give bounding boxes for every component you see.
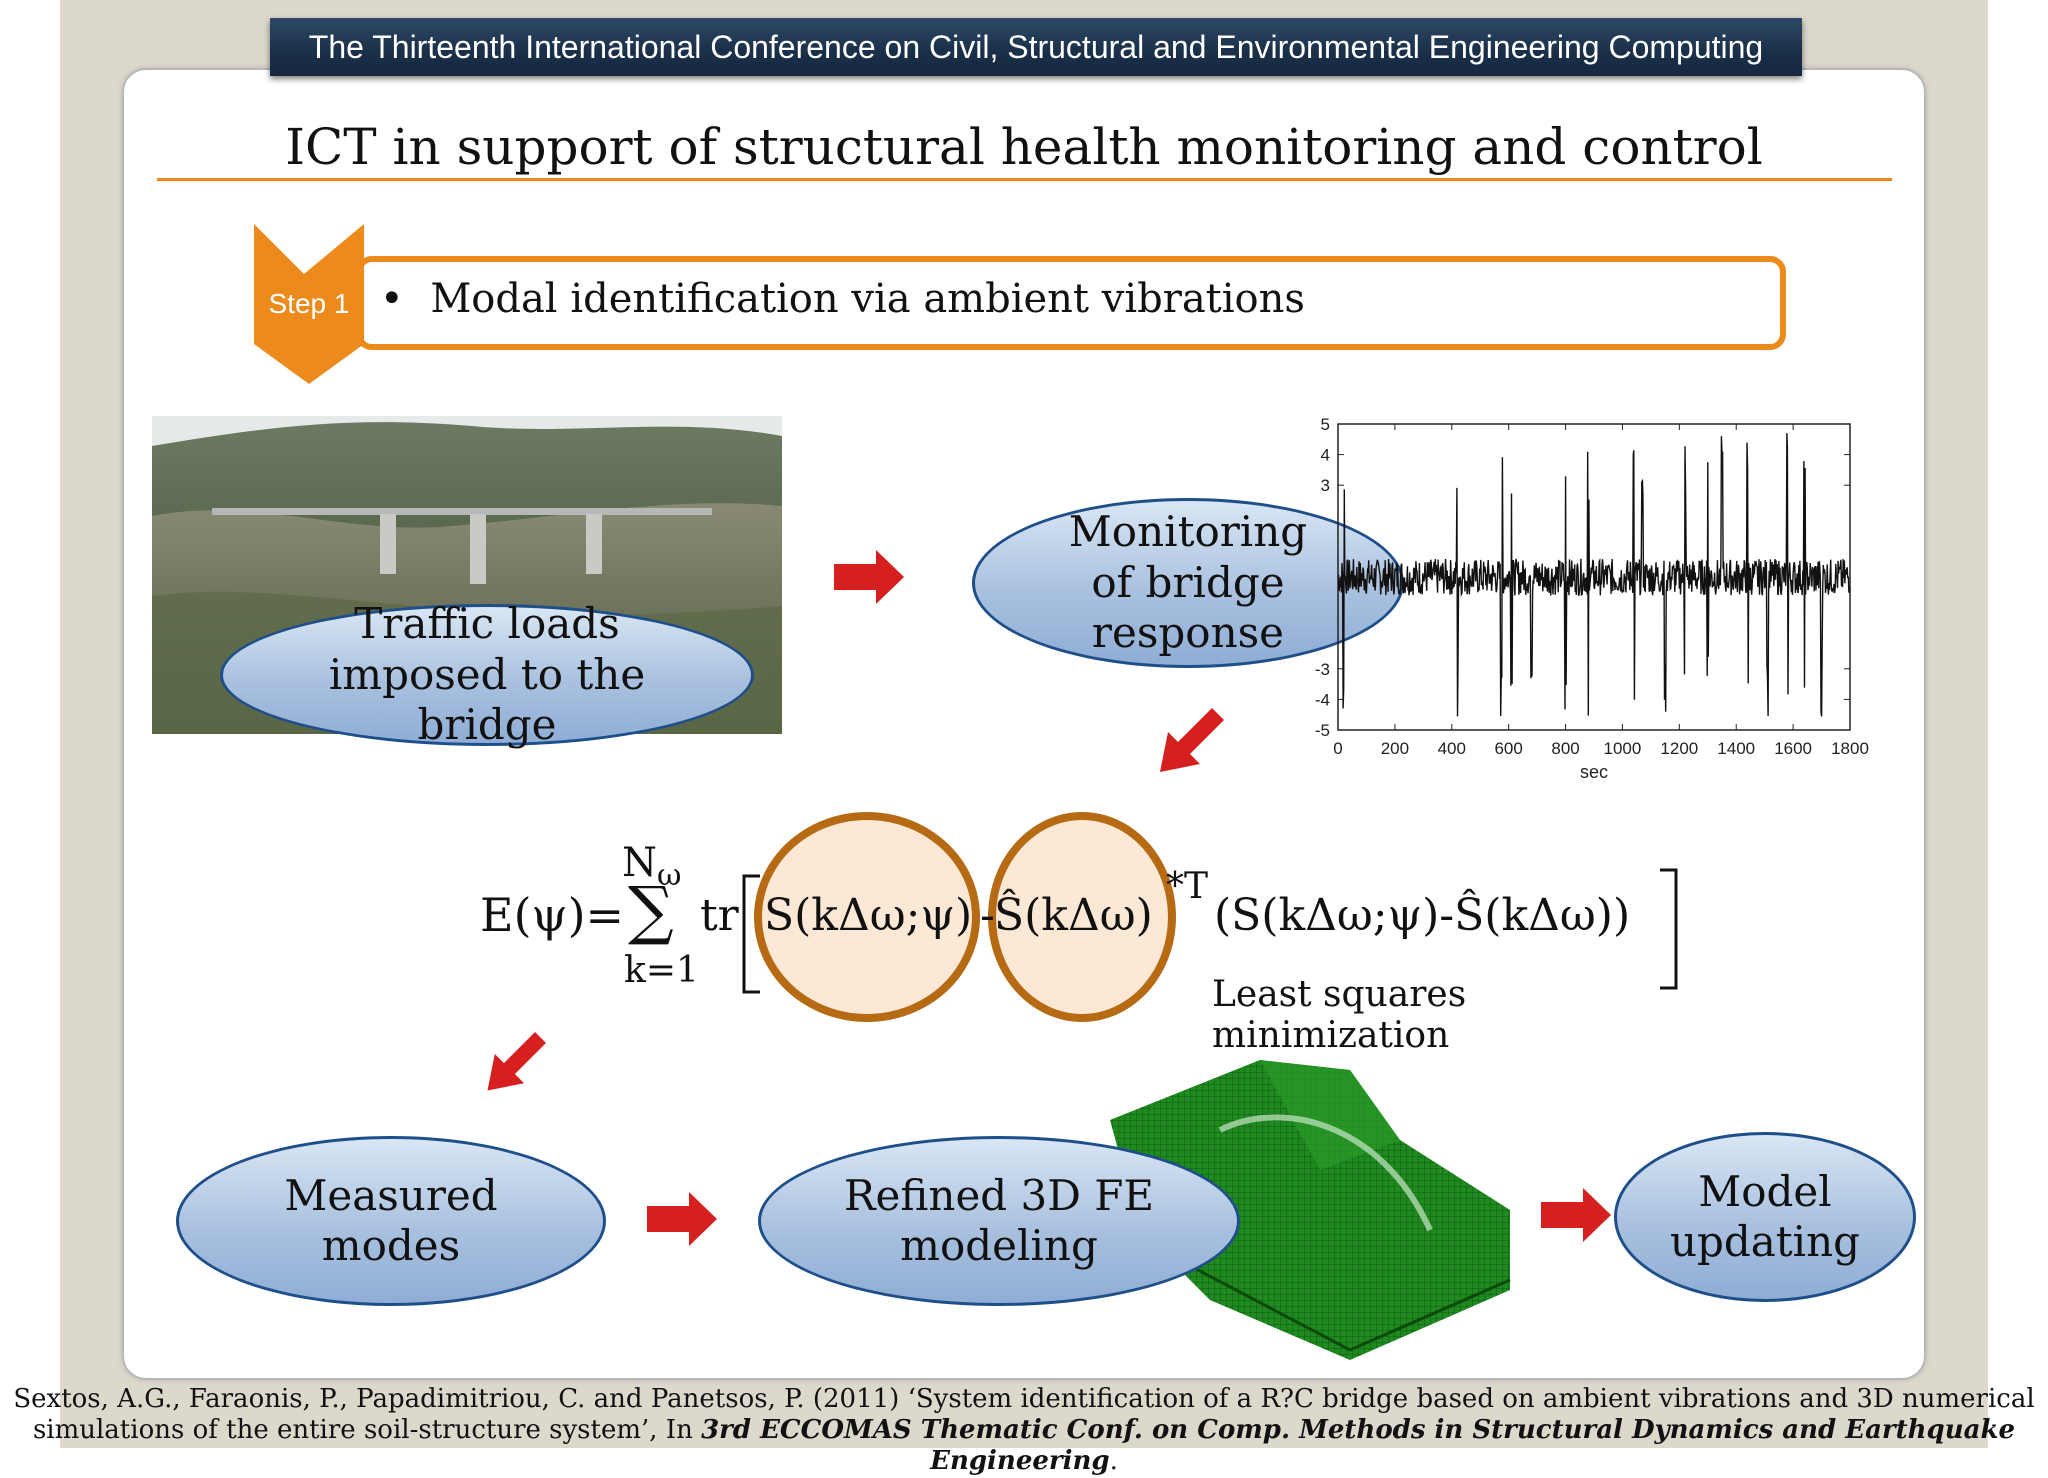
left-bracket-icon [742, 874, 760, 994]
y-tick-label: -3 [1315, 660, 1330, 679]
conference-banner: The Thirteenth International Conference … [270, 18, 1802, 76]
citation-line2-end: . [1109, 1446, 1118, 1477]
formula-sum-sign: ∑ [628, 874, 674, 948]
fe-model-image [1110, 1060, 1511, 1360]
citation-line1: Sextos, A.G., Faraonis, P., Papadimitrio… [13, 1384, 2035, 1414]
x-tick-label: 200 [1381, 739, 1409, 758]
arrow-down-left-icon [1160, 708, 1224, 772]
y-tick-label: 3 [1321, 476, 1330, 495]
citation-venue: 3rd ECCOMAS Thematic Conf. on Comp. Meth… [701, 1415, 2016, 1477]
citation: Sextos, A.G., Faraonis, P., Papadimitrio… [0, 1384, 2048, 1478]
conference-title: The Thirteenth International Conference … [308, 28, 1764, 65]
model-updating-node: Model updating [1614, 1132, 1916, 1302]
refined-fe-label: Refined 3D FE modeling [843, 1170, 1155, 1270]
citation-line2: simulations of the entire soil-structure… [0, 1415, 2048, 1477]
arrow-right-icon [1541, 1188, 1611, 1242]
formula-lhs: E(ψ)= [480, 888, 625, 942]
monitoring-label: Monitoring of bridge response [1068, 507, 1308, 658]
right-margin [1988, 0, 2048, 1448]
left-margin [0, 0, 60, 1448]
formula-trace: tr [700, 890, 739, 941]
acceleration-chart: 0 200 400 600 800 1000 1200 1400 1600 1800 5 4 3 -3 -4… [1315, 415, 1869, 782]
x-tick-label: 0 [1333, 739, 1342, 758]
least-squares-formula: E(ψ)= Nω ∑ k=1 tr S(kΔω;ψ) - Ŝ(kΔω) *T (… [460, 812, 1700, 1056]
formula-term-difference: (S(kΔω;ψ)-Ŝ(kΔω)) [1214, 890, 1631, 941]
formula-upper-sub: ω [657, 858, 682, 893]
formula-upper: Nω [622, 840, 681, 893]
y-tick-label: -4 [1315, 690, 1330, 709]
formula-lower: k=1 [624, 950, 699, 991]
x-tick-label: 600 [1494, 739, 1522, 758]
monitoring-node: Monitoring of bridge response [972, 498, 1404, 668]
refined-fe-node: Refined 3D FE modeling [758, 1136, 1240, 1306]
x-tick-label: 1000 [1604, 739, 1642, 758]
x-tick-label: 1200 [1660, 739, 1698, 758]
formula-upper-n: N [622, 840, 657, 886]
traffic-loads-node: Traffic loads imposed to the bridge [220, 599, 754, 749]
right-bracket-icon [1660, 868, 1678, 990]
y-tick-label: -5 [1315, 721, 1330, 740]
step-badge-arrow-icon [254, 224, 364, 384]
title-underline [157, 178, 1892, 181]
formula-superscript: *T [1166, 866, 1209, 907]
step-text: • Modal identification via ambient vibra… [380, 276, 1305, 322]
slide-title: ICT in support of structural health moni… [285, 118, 1763, 176]
highlight-circle-measured [754, 812, 980, 1022]
formula-minus: - [980, 890, 995, 941]
x-tick-label: 1800 [1831, 739, 1869, 758]
x-tick-label: 1600 [1774, 739, 1812, 758]
formula-term-model: Ŝ(kΔω) [994, 890, 1153, 941]
arrow-down-left-icon [487, 1032, 546, 1091]
x-tick-label: 1400 [1717, 739, 1755, 758]
arrow-right-icon [647, 1192, 717, 1246]
measured-modes-label: Measured modes [284, 1170, 498, 1270]
citation-line2-start: simulations of the entire soil-structure… [32, 1415, 702, 1446]
formula-caption: Least squares minimization [1212, 974, 1467, 1056]
step-bullet: • [380, 276, 404, 322]
step-badge-label: Step 1 [268, 288, 350, 319]
arrow-right-icon [834, 550, 904, 604]
measured-modes-node: Measured modes [176, 1136, 606, 1306]
formula-term-measured: S(kΔω;ψ) [764, 890, 973, 941]
x-axis-label: sec [1580, 762, 1608, 782]
y-tick-label: 5 [1321, 415, 1330, 434]
vibration-trace [1337, 433, 1851, 717]
x-tick-label: 800 [1551, 739, 1579, 758]
step-description: Modal identification via ambient vibrati… [430, 276, 1305, 322]
highlight-circle-model [988, 812, 1176, 1022]
x-tick-label: 400 [1438, 739, 1466, 758]
model-updating-label: Model updating [1669, 1166, 1861, 1266]
traffic-loads-label: Traffic loads imposed to the bridge [328, 599, 646, 750]
y-tick-label: 4 [1321, 446, 1330, 465]
